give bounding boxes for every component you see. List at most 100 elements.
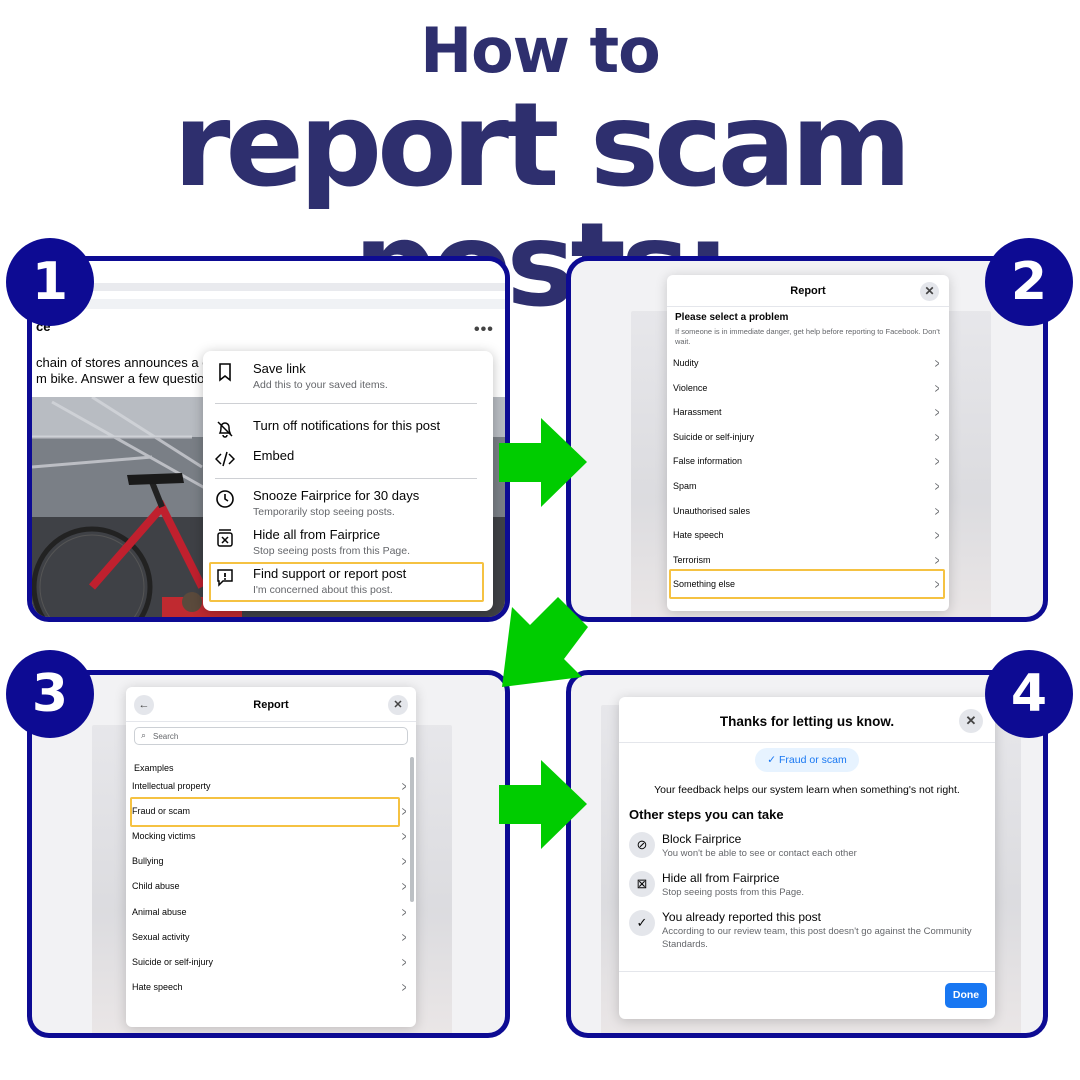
problem-row[interactable]: Hate speech > xyxy=(673,527,943,544)
arrow-right-icon xyxy=(499,760,587,849)
chevron-right-icon: > xyxy=(934,404,940,421)
menu-label: Snooze Fairprice for 30 days xyxy=(253,488,420,503)
chevron-right-icon: > xyxy=(401,953,407,970)
hide-box-icon: ⊠ xyxy=(629,871,655,897)
problem-row[interactable]: False information> xyxy=(673,453,943,470)
back-arrow-icon[interactable]: ← xyxy=(134,695,154,715)
problem-row[interactable]: Nudity > xyxy=(673,355,943,372)
menu-sub: Add this to your saved items. xyxy=(253,379,388,391)
bookmark-icon xyxy=(219,363,231,382)
chevron-right-icon: > xyxy=(401,928,407,945)
chevron-right-icon: > xyxy=(401,853,407,870)
example-row[interactable]: Intellectual property> xyxy=(132,778,410,795)
post-text: chain of stores announces a c m bike. An… xyxy=(36,355,209,386)
step-block-page[interactable]: ⊘ Block Fairprice You won't be able to s… xyxy=(629,832,989,862)
menu-divider xyxy=(215,403,477,404)
fraud-scam-chip: ✓ Fraud or scam xyxy=(755,748,859,772)
example-row[interactable]: Child abuse > xyxy=(132,878,410,895)
report-dialog: ← Report ✕ ⌕ Search Examples Intellectua… xyxy=(126,687,416,1027)
row-label: Hate speech xyxy=(673,530,724,541)
feedback-text: Your feedback helps our system learn whe… xyxy=(654,784,960,796)
dialog-divider xyxy=(667,306,949,307)
problem-row[interactable]: Violence> xyxy=(673,380,943,397)
facebook-top-bar xyxy=(32,261,505,291)
step1-panel: ce ••• chain of stores announces a c m b… xyxy=(27,256,510,622)
dialog-title: Report xyxy=(253,699,289,711)
dialog-divider xyxy=(619,742,995,743)
problem-row[interactable]: Spam> xyxy=(673,478,943,495)
step3-panel: ← Report ✕ ⌕ Search Examples Intellectua… xyxy=(27,670,510,1038)
row-label: Suicide or self-injury xyxy=(673,431,755,442)
chevron-right-icon: > xyxy=(934,576,940,593)
post-options-menu: Save link Add this to your saved items. … xyxy=(203,351,493,611)
row-label: Nudity xyxy=(673,358,699,368)
done-button[interactable]: Done xyxy=(945,983,987,1008)
menu-label: Embed xyxy=(253,448,295,463)
code-icon xyxy=(215,451,235,467)
row-label: Unauthorised sales xyxy=(673,505,751,516)
menu-label: Turn off notifications for this post xyxy=(253,418,441,433)
highlight-box xyxy=(209,562,484,602)
check-icon: ✓ xyxy=(629,910,655,936)
close-icon[interactable]: ✕ xyxy=(959,709,983,733)
menu-divider xyxy=(215,478,477,479)
chevron-right-icon: > xyxy=(934,502,940,519)
menu-label: Save link xyxy=(253,361,306,376)
example-row[interactable]: Sexual activity> xyxy=(132,928,410,946)
bell-off-icon xyxy=(217,421,233,438)
example-row[interactable]: Bullying> xyxy=(132,853,410,870)
chip-label: Fraud or scam xyxy=(779,754,847,766)
step-hide-all[interactable]: ⊠ Hide all from Fairprice Stop seeing po… xyxy=(629,871,989,901)
row-label: Child abuse xyxy=(132,881,180,892)
chevron-right-icon: > xyxy=(934,551,940,568)
row-label: Something else xyxy=(673,579,736,590)
other-steps-heading: Other steps you can take xyxy=(629,807,784,822)
problem-row[interactable]: Harassment > xyxy=(673,404,943,421)
row-label: Suicide or self-injury xyxy=(132,956,214,967)
feed-divider xyxy=(32,299,505,309)
chevron-right-icon: > xyxy=(401,878,407,895)
step-badge-2: 2 xyxy=(985,238,1073,326)
arrow-right-icon xyxy=(499,418,587,507)
check-icon: ✓ xyxy=(767,754,777,766)
highlight-box xyxy=(669,569,945,599)
menu-sub: I'm concerned about this post. xyxy=(253,584,393,596)
dialog-title: Thanks for letting us know. xyxy=(719,714,895,729)
danger-note: If someone is in immediate danger, get h… xyxy=(675,327,940,346)
close-icon[interactable]: ✕ xyxy=(920,282,939,301)
problem-row[interactable]: Suicide or self-injury> xyxy=(673,429,943,446)
problem-row[interactable]: Something else > xyxy=(673,576,943,593)
step-label: Hide all from Fairprice xyxy=(662,871,780,885)
block-user-icon: ⊘ xyxy=(629,832,655,858)
chevron-right-icon: > xyxy=(401,778,407,794)
row-label: Animal abuse xyxy=(132,906,187,917)
close-icon[interactable]: ✕ xyxy=(388,695,408,715)
post-options-icon[interactable]: ••• xyxy=(474,321,494,338)
problem-row[interactable]: Unauthorised sales > xyxy=(673,502,943,520)
dialog-divider xyxy=(619,971,995,972)
dialog-divider xyxy=(126,721,416,722)
dialog-title: Report xyxy=(790,285,826,297)
step-label: You already reported this post xyxy=(662,910,821,924)
section-label: Examples xyxy=(134,763,174,773)
example-row[interactable]: Mocking victims> xyxy=(132,828,410,845)
example-row[interactable]: Fraud or scam > xyxy=(132,803,410,820)
chevron-right-icon: > xyxy=(401,803,407,820)
step4-panel: Thanks for letting us know. ✕ ✓ Fraud or… xyxy=(566,670,1048,1038)
highlight-box xyxy=(130,797,400,827)
scrollbar[interactable] xyxy=(410,757,414,902)
step-badge-3: 3 xyxy=(6,650,94,738)
example-row[interactable]: Suicide or self-injury > xyxy=(132,953,410,971)
row-label: Fraud or scam xyxy=(132,806,191,817)
report-icon xyxy=(217,569,233,587)
example-row[interactable]: Hate speech> xyxy=(132,979,410,996)
search-icon: ⌕ xyxy=(141,730,147,740)
chevron-right-icon: > xyxy=(934,355,940,371)
problem-row[interactable]: Terrorism> xyxy=(673,551,943,569)
chevron-right-icon: > xyxy=(934,527,940,544)
example-row[interactable]: Animal abuse> xyxy=(132,904,410,921)
row-label: Harassment xyxy=(673,407,722,418)
row-label: Hate speech xyxy=(132,981,183,992)
row-label: Mocking victims xyxy=(132,831,196,842)
search-input[interactable]: ⌕ Search xyxy=(134,727,408,745)
